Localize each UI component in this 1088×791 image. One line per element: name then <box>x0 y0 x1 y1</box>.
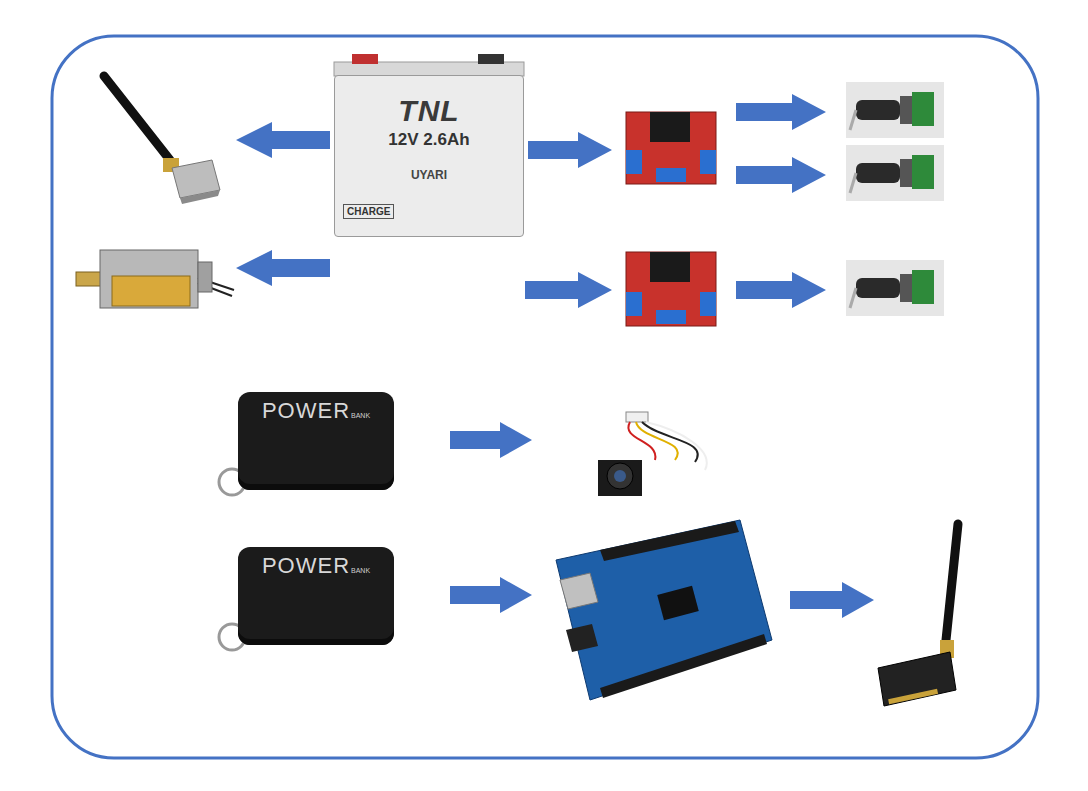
battery-text: CHARGE <box>343 204 394 219</box>
power-bank: POWERBANK <box>238 392 394 490</box>
solenoid <box>76 250 234 308</box>
block-arrows <box>236 94 874 618</box>
power-bank-text: BANK <box>351 567 370 574</box>
motor-driver <box>626 252 716 326</box>
gear-motor <box>846 260 944 316</box>
gear-motor <box>846 145 944 201</box>
battery-text: TNL <box>398 94 459 128</box>
motor-driver <box>626 112 716 184</box>
fpv-camera <box>598 412 707 496</box>
outer-frame <box>52 36 1038 758</box>
power-bank-text: POWER <box>262 398 350 424</box>
radio-module <box>878 524 958 706</box>
battery: TNL12V 2.6AhUYARI CHARGE <box>334 75 524 237</box>
power-bank: POWERBANK <box>238 547 394 645</box>
battery-text: UYARI <box>411 168 447 182</box>
battery-terminals <box>334 54 524 76</box>
power-bank-text: BANK <box>351 412 370 419</box>
power-bank-text: POWER <box>262 553 350 579</box>
gear-motor <box>846 82 944 138</box>
video-transmitter <box>104 76 220 204</box>
arduino-board <box>556 520 772 700</box>
battery-text: 12V 2.6Ah <box>388 130 469 150</box>
